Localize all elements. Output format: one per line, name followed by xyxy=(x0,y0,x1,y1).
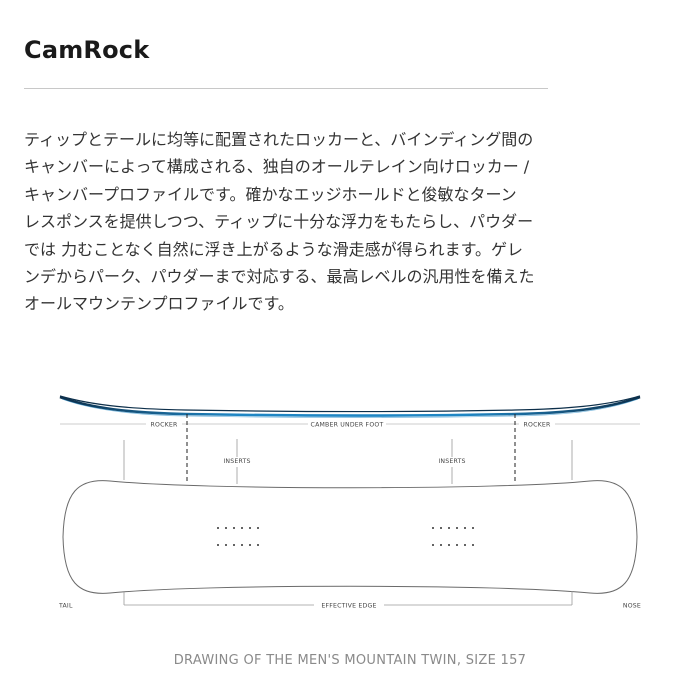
insert-dot xyxy=(233,544,235,546)
insert-dot xyxy=(257,544,259,546)
insert-dot xyxy=(217,544,219,546)
insert-dot xyxy=(249,544,251,546)
profile-top-line xyxy=(59,395,641,413)
insert-dot xyxy=(217,527,219,529)
insert-dot xyxy=(464,527,466,529)
description-line: キャンバープロファイルです。確かなエッジホールドと俊敏なターン xyxy=(24,184,517,204)
nose-label: NOSE xyxy=(623,603,641,610)
title-divider xyxy=(24,88,548,89)
insert-dot xyxy=(241,544,243,546)
effective-edge-bracket: EFFECTIVE EDGE xyxy=(123,591,573,610)
insert-dot xyxy=(249,527,251,529)
snowboard-profile-diagram: ROCKER CAMBER UNDER FOOT ROCKER INSERTS … xyxy=(58,395,641,610)
insert-dot xyxy=(225,527,227,529)
insert-pattern-left xyxy=(217,527,259,546)
insert-dot xyxy=(456,527,458,529)
inserts-right-label: INSERTS xyxy=(438,458,465,465)
description-line: レスポンスを提供しつつ、ティップに十分な浮力をもたらし、パウダー xyxy=(24,212,534,232)
rocker-left-label: ROCKER xyxy=(151,422,178,429)
tail-label: TAIL xyxy=(58,603,73,610)
insert-dot xyxy=(440,527,442,529)
profile-base-shadow xyxy=(61,398,639,418)
page-title: CamRock xyxy=(24,36,150,64)
insert-dot xyxy=(432,527,434,529)
insert-dot xyxy=(456,544,458,546)
insert-dot xyxy=(448,544,450,546)
zone-scale: ROCKER CAMBER UNDER FOOT ROCKER xyxy=(60,419,640,429)
board-side-profile xyxy=(59,395,641,418)
insert-dot xyxy=(472,544,474,546)
board-top-outline xyxy=(62,480,638,594)
camber-label: CAMBER UNDER FOOT xyxy=(311,422,384,429)
label-backdrop xyxy=(146,419,182,429)
insert-pattern-right xyxy=(432,527,474,546)
insert-dot xyxy=(472,527,474,529)
description-line: では 力むことなく自然に浮き上がるような滑走感が得られます。ゲレ xyxy=(24,239,524,259)
profile-base-line xyxy=(59,395,641,417)
effective-edge-label: EFFECTIVE EDGE xyxy=(321,603,376,610)
diagram-caption: DRAWING OF THE MEN'S MOUNTAIN TWIN, SIZE… xyxy=(173,653,527,668)
insert-dot xyxy=(233,527,235,529)
insert-dot xyxy=(241,527,243,529)
description-line: ティップとテールに均等に配置されたロッカーと、バインディング間の xyxy=(24,130,534,149)
insert-dot xyxy=(432,544,434,546)
label-backdrop xyxy=(519,419,555,429)
description-line: オールマウンテンプロファイルです。 xyxy=(24,294,294,314)
insert-dot xyxy=(448,527,450,529)
description-text: ティップとテールに均等に配置されたロッカーと、バインディング間の キャンバーによ… xyxy=(24,126,554,318)
insert-dot xyxy=(225,544,227,546)
label-backdrop xyxy=(308,419,386,429)
insert-dot xyxy=(257,527,259,529)
rocker-right-label: ROCKER xyxy=(524,422,551,429)
inserts-left-label: INSERTS xyxy=(223,458,250,465)
description-line: キャンバーによって構成される、独自のオールテレイン向けロッカー / xyxy=(24,157,530,177)
insert-dot xyxy=(464,544,466,546)
insert-dot xyxy=(440,544,442,546)
description-line: ンデからパーク、パウダーまで対応する、最高レベルの汎用性を備えた xyxy=(24,267,535,287)
